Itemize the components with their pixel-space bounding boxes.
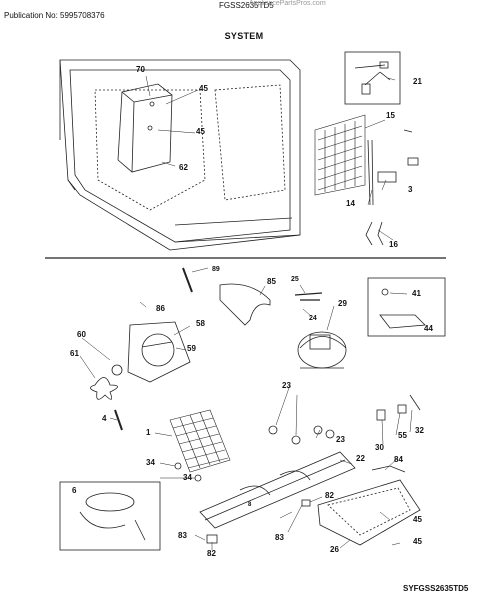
diagram-title: SYSTEM xyxy=(224,31,264,41)
callout-59: 59 xyxy=(187,344,196,353)
part-82-b xyxy=(301,499,311,507)
part-44-plate xyxy=(379,314,426,329)
part-84 xyxy=(371,465,406,473)
grommet-23-d xyxy=(325,429,335,439)
cabinet-outline xyxy=(59,59,301,251)
callout-4: 4 xyxy=(102,414,107,423)
part-82-a xyxy=(206,534,218,544)
callout-70: 70 xyxy=(136,65,145,74)
callout-8: 8 xyxy=(248,502,252,508)
water-tray-part xyxy=(117,83,173,173)
callout-89: 89 xyxy=(212,266,220,273)
part-25 xyxy=(294,292,323,301)
callout-45-b: 45 xyxy=(196,127,205,136)
fan-bracket-59 xyxy=(127,321,191,383)
part-55 xyxy=(397,404,407,414)
callout-22: 22 xyxy=(356,454,365,463)
callout-55: 55 xyxy=(398,431,407,440)
part-21-box xyxy=(344,51,401,105)
callout-30: 30 xyxy=(375,443,384,452)
compressor-29 xyxy=(297,331,347,369)
part-34-a xyxy=(174,462,182,470)
callout-82-a: 82 xyxy=(325,491,334,500)
callout-6: 6 xyxy=(72,486,77,495)
tube-85 xyxy=(219,283,271,326)
part-small-1 xyxy=(403,129,413,133)
callout-1: 1 xyxy=(146,428,151,437)
grommet-23-b xyxy=(291,435,301,445)
callout-85: 85 xyxy=(267,277,276,286)
fan-motor-60 xyxy=(111,364,123,376)
model-number: FGSS2635TD5 xyxy=(219,1,274,10)
callout-84: 84 xyxy=(394,455,403,464)
part-30 xyxy=(376,409,386,421)
callout-45-a: 45 xyxy=(199,84,208,93)
callout-41: 41 xyxy=(412,289,421,298)
callout-32: 32 xyxy=(415,426,424,435)
callout-82-b: 82 xyxy=(207,549,216,558)
callout-14: 14 xyxy=(346,199,355,208)
callout-60: 60 xyxy=(77,330,86,339)
screw-41 xyxy=(381,288,389,296)
coil-1 xyxy=(169,409,231,473)
grommet-23-a xyxy=(268,425,278,435)
grommet-23-c xyxy=(313,425,323,435)
callout-86: 86 xyxy=(156,304,165,313)
callout-3: 3 xyxy=(408,185,413,194)
callout-21: 21 xyxy=(413,77,422,86)
publication-number: Publication No: 5995708376 xyxy=(4,11,105,20)
base-plate-22 xyxy=(199,451,356,529)
fan-blade-61 xyxy=(90,377,118,400)
condenser-coil xyxy=(314,114,366,196)
callout-23-b: 23 xyxy=(336,435,345,444)
callout-45-c: 45 xyxy=(413,515,422,524)
callout-25: 25 xyxy=(291,276,299,283)
callout-58: 58 xyxy=(196,319,205,328)
part-32 xyxy=(409,394,421,411)
part-4 xyxy=(114,409,123,431)
callout-26: 26 xyxy=(330,545,339,554)
tube-14 xyxy=(367,139,374,206)
callout-61: 61 xyxy=(70,349,79,358)
diagram-code: SYFGSS2635TD5 xyxy=(403,584,469,593)
part-44-box xyxy=(367,277,446,337)
callout-34-a: 34 xyxy=(146,458,155,467)
part-6-box xyxy=(59,481,161,551)
callout-34-b: 34 xyxy=(183,473,192,482)
callout-16: 16 xyxy=(389,240,398,249)
callout-62: 62 xyxy=(179,163,188,172)
callout-23-a: 23 xyxy=(282,381,291,390)
part-3-block xyxy=(377,171,397,183)
callout-29: 29 xyxy=(338,299,347,308)
callout-15: 15 xyxy=(386,111,395,120)
tube-16 xyxy=(365,221,384,246)
callout-45-d: 45 xyxy=(413,537,422,546)
part-34-b xyxy=(194,474,202,482)
callout-24: 24 xyxy=(309,315,317,322)
part-89 xyxy=(182,267,193,293)
callout-83-b: 83 xyxy=(275,533,284,542)
callout-83-a: 83 xyxy=(178,531,187,540)
callout-44: 44 xyxy=(424,324,433,333)
site-watermark: AppliancePartsPros.com xyxy=(249,0,326,7)
drain-pan-26 xyxy=(317,479,421,546)
